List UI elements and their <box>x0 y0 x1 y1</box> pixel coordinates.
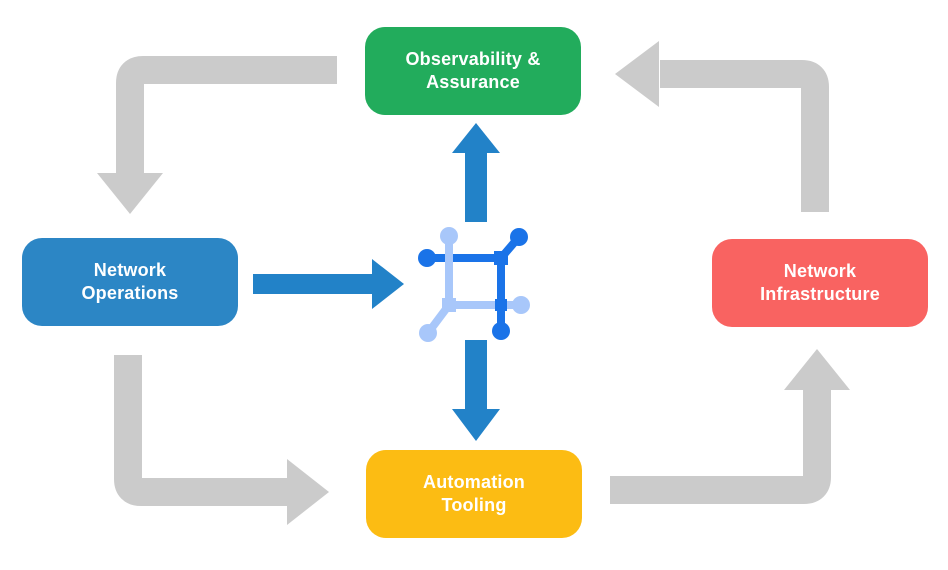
icon-junction-top-right <box>494 251 508 265</box>
network-mesh-dark-overlay <box>492 296 510 340</box>
arrow-head-down-icon <box>452 409 500 441</box>
node-label-line1: Observability & <box>405 49 541 69</box>
node-automation-tooling: Automation Tooling <box>366 450 582 538</box>
arrow-head-down-icon <box>97 173 163 214</box>
arrow-elbow <box>116 56 337 175</box>
node-observability-assurance: Observability & Assurance <box>365 27 581 115</box>
arrow-elbow <box>114 355 288 506</box>
hub-arrow-operations-to-icon <box>253 259 404 309</box>
node-network-operations: Network Operations <box>22 238 238 326</box>
node-label-line2: Assurance <box>426 72 520 92</box>
hub-arrow-icon-to-automation <box>452 340 500 441</box>
cycle-arrow-infrastructure-to-observability <box>615 41 829 212</box>
node-label-line2: Infrastructure <box>760 284 880 304</box>
icon-junction-bottom-left <box>442 298 456 312</box>
icon-node-left <box>418 249 436 267</box>
icon-node-top <box>440 227 458 245</box>
node-label-line2: Operations <box>81 283 179 303</box>
cycle-arrow-automation-to-infrastructure <box>610 349 850 504</box>
arrow-elbow <box>610 390 831 504</box>
hub-arrow-icon-to-observability <box>452 123 500 222</box>
arrow-elbow <box>660 60 829 212</box>
node-label-line1: Network <box>783 261 857 281</box>
node-label-line1: Network <box>93 260 167 280</box>
node-label-line2: Tooling <box>441 495 507 515</box>
node-label-line1: Automation <box>423 472 525 492</box>
arrow-head-up-icon <box>784 349 850 390</box>
cycle-arrow-operations-to-automation <box>114 355 329 525</box>
cycle-arrow-observability-to-operations <box>97 56 337 214</box>
network-mesh-dark-strokes <box>418 228 528 331</box>
icon-node-top-right <box>510 228 528 246</box>
node-network-infrastructure: Network Infrastructure <box>712 239 928 327</box>
arrow-head-left-icon <box>615 41 659 107</box>
icon-node-right <box>512 296 530 314</box>
arrow-head-right-icon <box>287 459 329 525</box>
icon-node-bottom-left <box>419 324 437 342</box>
icon-node-bottom <box>492 322 510 340</box>
arrow-head-up-icon <box>452 123 500 153</box>
arrow-head-right-icon <box>372 259 404 309</box>
network-mesh-icon <box>418 227 530 342</box>
